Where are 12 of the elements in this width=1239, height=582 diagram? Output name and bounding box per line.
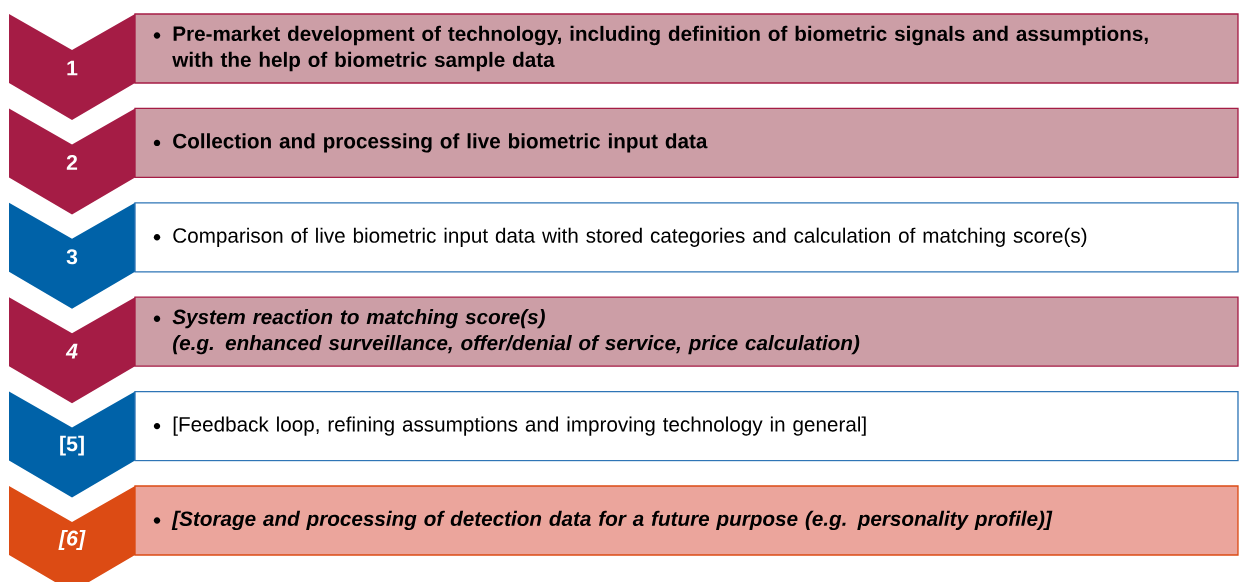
step-box: [Storage and processing of detection data for a future purpose (e.g. personality profile)]	[134, 485, 1239, 556]
step-number-badge: 1	[9, 14, 135, 120]
step-number-badge: [6]	[9, 486, 135, 582]
step-box: System reaction to matching score(s) (e.g. enhanced surveillance, offer/denial of service, price calculation)	[134, 296, 1239, 367]
step-box: Pre-market development of technology, including definition of biometric signals and assumptions, with the help of biometric sample data	[134, 13, 1239, 84]
step-number-badge: 3	[9, 202, 135, 309]
step-box: Comparison of live biometric input data with stored categories and calculation of matching score(s)	[134, 202, 1239, 273]
step-number-badge: 4	[9, 297, 135, 404]
step-number-badge: 2	[9, 108, 135, 215]
step-number-badge: [5]	[9, 391, 135, 498]
step-box: Collection and processing of live biometric input data	[134, 107, 1239, 179]
step-box: [Feedback loop, refining assumptions and improving technology in general]	[134, 390, 1239, 462]
